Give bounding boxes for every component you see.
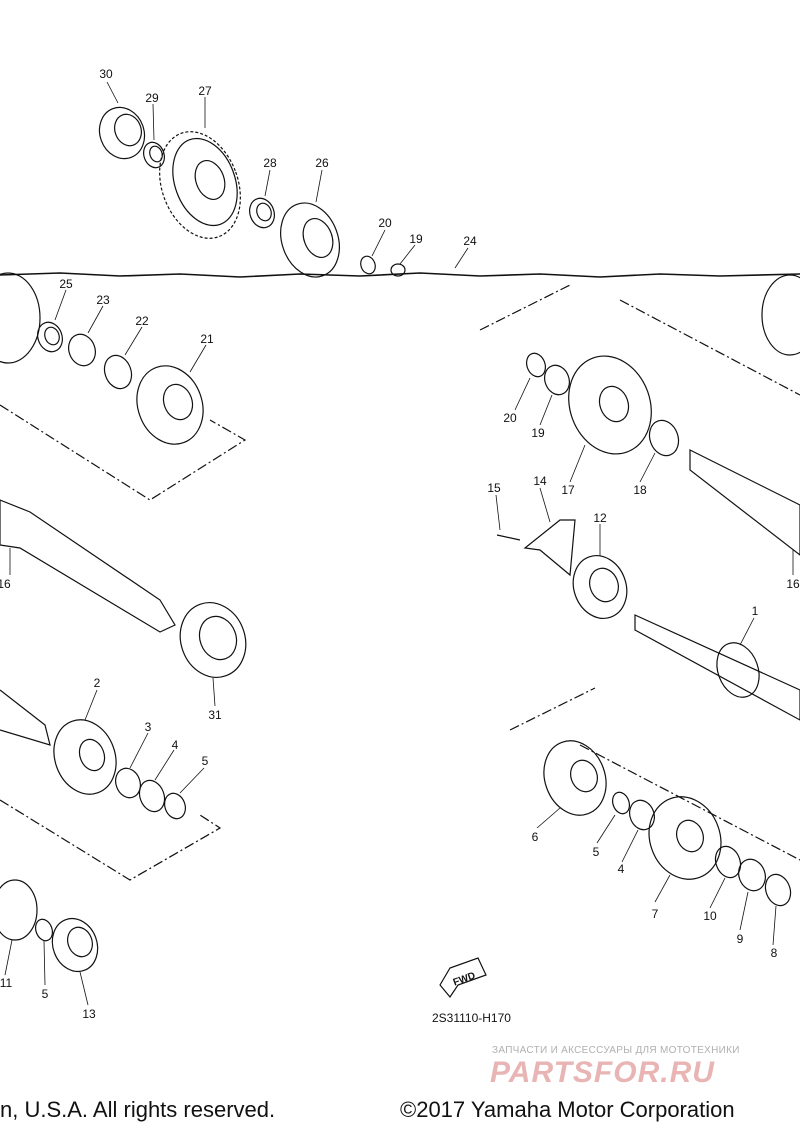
part-4-washer-right — [629, 799, 655, 831]
callout-19-right: 19 — [531, 426, 545, 440]
fwd-arrow-icon — [439, 957, 487, 999]
callout-5-lower: 5 — [41, 987, 49, 1001]
part-11-gear — [0, 879, 38, 941]
part-20-circlip-right — [525, 352, 547, 378]
callout-5: 5 — [201, 754, 209, 768]
footer-copyright-text: ©2017 Yamaha Motor Corporation — [400, 1097, 735, 1122]
part-9-washer — [738, 858, 766, 892]
part-10-bearing — [714, 845, 742, 879]
part-gear-edge-right — [761, 274, 800, 356]
dash-box-upper-right — [479, 284, 800, 396]
footer-rights-text: n, U.S.A. All rights reserved. — [0, 1097, 276, 1122]
watermark-tagline: ЗАПЧАСТИ И АКСЕССУАРЫ ДЛЯ МОТОТЕХНИКИ — [492, 1045, 740, 1056]
callout-6: 6 — [531, 830, 539, 844]
part-26-gear — [280, 202, 340, 278]
callout-17: 17 — [561, 483, 575, 497]
callout-2: 2 — [93, 676, 101, 690]
part-16-main-shaft — [0, 499, 176, 633]
part-5-circlip-right — [611, 791, 631, 815]
dash-box-lower-right — [509, 687, 800, 861]
part-20-circlip — [360, 255, 376, 275]
callout-16-right: 16 — [786, 577, 800, 591]
watermark-logo: PARTSFOR.RU — [490, 1056, 715, 1089]
part-5-circlip — [164, 792, 186, 820]
callout-4: 4 — [171, 738, 179, 752]
callout-12: 12 — [593, 511, 607, 525]
callout-1: 1 — [751, 604, 759, 618]
part-16-shaft-right — [689, 449, 800, 556]
callout-11: 11 — [0, 976, 13, 990]
part-18-bearing — [648, 419, 680, 457]
diagram-code: 2S31110-H170 — [432, 1011, 511, 1025]
part-21-gear — [136, 365, 204, 445]
callout-29: 29 — [145, 91, 159, 105]
part-19-washer — [390, 263, 406, 277]
callout-16-left: 16 — [0, 577, 11, 591]
part-13-bearing — [51, 917, 99, 973]
part-8-washer — [764, 873, 792, 907]
callout-28: 28 — [263, 156, 277, 170]
callout-22: 22 — [135, 314, 149, 328]
part-15-bolt — [496, 534, 521, 541]
callout-26: 26 — [315, 156, 329, 170]
part-6-gear — [543, 740, 607, 816]
callout-23: 23 — [96, 293, 110, 307]
part-1-drive-shaft — [634, 614, 800, 721]
part-14-plate — [523, 519, 576, 577]
part-22-washer — [103, 354, 133, 390]
leader-lines — [4, 81, 794, 1006]
part-3-bearing — [115, 767, 141, 799]
callout-27: 27 — [198, 84, 212, 98]
callout-30: 30 — [99, 67, 113, 81]
callout-19: 19 — [409, 232, 423, 246]
part-19-washer-right — [544, 364, 570, 396]
part-25-bearing — [37, 321, 63, 353]
callout-5-right: 5 — [592, 845, 600, 859]
callout-10: 10 — [703, 909, 717, 923]
callout-20: 20 — [378, 216, 392, 230]
part-7-gear — [648, 796, 722, 880]
part-27-gear — [159, 131, 241, 239]
tear-line — [0, 272, 800, 278]
callout-24: 24 — [463, 234, 477, 248]
dash-box-upper-left — [0, 404, 247, 501]
part-4-washer — [138, 779, 166, 813]
part-1-gear — [716, 642, 760, 698]
part-31-bearing — [179, 602, 247, 678]
callout-21: 21 — [200, 332, 214, 346]
dash-box-lower-left — [0, 799, 222, 881]
part-29-washer — [143, 141, 165, 169]
part-17-gear — [568, 355, 652, 455]
callout-9: 9 — [736, 932, 744, 946]
callout-31: 31 — [208, 708, 222, 722]
part-28-bearing — [249, 197, 275, 229]
part-12-bearing — [572, 555, 628, 619]
callout-25: 25 — [59, 277, 73, 291]
callout-3: 3 — [144, 720, 152, 734]
part-5-circlip-lower — [34, 918, 54, 942]
callout-18: 18 — [633, 483, 647, 497]
part-23-washer — [68, 333, 96, 367]
callout-8: 8 — [770, 946, 778, 960]
callout-7: 7 — [651, 907, 659, 921]
part-2-gear — [53, 719, 117, 795]
part-30-bearing — [98, 106, 146, 160]
callout-13: 13 — [82, 1007, 96, 1021]
part-shaft-left-lower — [0, 689, 51, 746]
callout-4-right: 4 — [617, 862, 625, 876]
callout-15: 15 — [487, 481, 501, 495]
callout-20-right: 20 — [503, 411, 517, 425]
part-gear-edge-left — [0, 272, 41, 364]
callout-14: 14 — [533, 474, 547, 488]
